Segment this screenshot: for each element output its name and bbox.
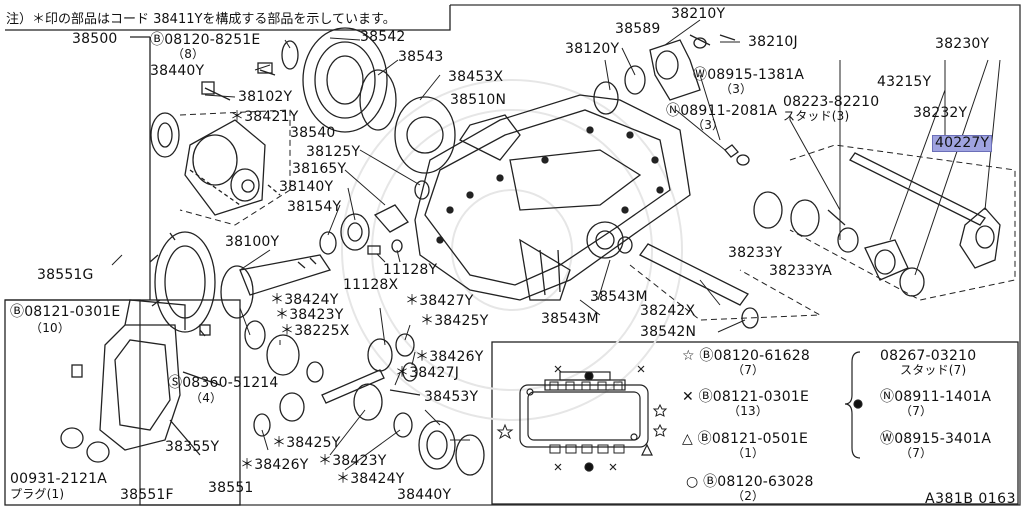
part-qty: （10） [30, 321, 71, 335]
part-label: ＊38427J [395, 365, 460, 381]
legend-nut-qty: （7） [900, 404, 933, 418]
part-label: 38440Y [150, 63, 205, 79]
part-label: 38210Y [671, 6, 726, 22]
legend-stud-qty: スタッド(7) [900, 363, 967, 377]
part-label: 38100Y [225, 234, 280, 250]
part-label: 38543 [398, 49, 444, 65]
legend-stud-part: 08267-03210 [880, 348, 977, 364]
note-box-edge [5, 5, 451, 31]
part-qty: スタッド(3) [783, 109, 850, 123]
part-label: 38230Y [935, 36, 990, 52]
diagram-code: A381B 0163 [925, 491, 1016, 507]
legend-washer-part: Ⓦ08915-3401A [880, 431, 992, 447]
part-label: 38165Y [292, 161, 347, 177]
part-label: 38510N [450, 92, 507, 108]
part-label: ＊38423Y [275, 307, 344, 323]
part-label: 38542N [640, 324, 697, 340]
part-label: ＊38424Y [270, 292, 339, 308]
part-label: 38540 [290, 125, 336, 141]
part-label: 38232Y [913, 105, 968, 121]
part-label: ＊38423Y [318, 453, 387, 469]
part-label: 38154Y [287, 199, 342, 215]
part-label: ＊38225X [280, 323, 350, 339]
ring-gear-pinion [149, 231, 332, 337]
part-label: ＊38426Y [240, 457, 309, 473]
part-label: 38589 [615, 21, 661, 37]
part-label: ＊38425Y [420, 313, 489, 329]
part-label: 00931-2121A [10, 471, 107, 487]
part-label: Ⓦ08915-1381A [693, 67, 805, 83]
part-label: 38453Y [424, 389, 479, 405]
part-label: 38233Y [728, 245, 783, 261]
rear-cover [60, 299, 221, 463]
part-label: 38453X [448, 69, 504, 85]
part-label: 38542 [360, 29, 406, 45]
legend-x-part: ✕ Ⓑ08121-0301E [682, 389, 810, 405]
part-label: 38242X [640, 303, 696, 319]
part-label: 11128Y [383, 262, 438, 278]
part-qty: （4） [190, 391, 223, 405]
legend-frame [491, 341, 1019, 505]
part-qty: （3） [692, 118, 725, 132]
part-label: Ⓢ08360-51214 [168, 375, 279, 391]
part-label: 38210J [748, 34, 798, 50]
part-label: ＊38427Y [405, 293, 474, 309]
diff-case-group [150, 62, 281, 216]
cover-subframe [4, 299, 241, 506]
part-label: ＊38424Y [336, 471, 405, 487]
legend-nut-part: Ⓝ08911-1401A [880, 389, 992, 405]
dashed-outlines [179, 109, 1016, 321]
legend-stars [496, 403, 668, 440]
part-label: 38102Y [238, 89, 293, 105]
part-qty: プラグ(1) [10, 487, 65, 501]
part-label: Ⓝ08911-2081A [666, 103, 778, 119]
legend-triangle-qty: （1） [732, 446, 765, 460]
part-label: 38551F [120, 487, 174, 503]
legend-circle-qty: （2） [732, 489, 765, 503]
part-label: Ⓑ08120-8251E [150, 32, 261, 48]
part-label: 38440Y [397, 487, 452, 503]
gear-carrier-housing [414, 94, 691, 301]
companion-flange [593, 34, 750, 166]
differential-gears [244, 320, 485, 476]
part-label: 38500 [72, 31, 118, 47]
legend-star-part: ☆ Ⓑ08120-61628 [682, 348, 810, 364]
part-label: 38543M [590, 289, 648, 305]
gasket-38453X [394, 96, 456, 174]
part-label: 38551 [208, 480, 254, 496]
part-label: 38543M [541, 311, 599, 327]
part-label: Ⓑ08121-0301E [10, 304, 121, 320]
part-label: 08223-82210 [783, 94, 880, 110]
watermark-seal [341, 79, 683, 421]
part-label-highlighted: 40227Y [932, 135, 993, 152]
leader-lines [111, 19, 1001, 471]
part-label: ＊38421Y [230, 109, 299, 125]
bolt-pattern-schematic [519, 351, 863, 472]
note-text: 注）＊印の部品はコード 38411Yを構成する部品を示しています。 [6, 12, 396, 27]
part-label: 43215Y [877, 74, 932, 90]
part-label: 38120Y [565, 41, 620, 57]
part-qty: （3） [720, 82, 753, 96]
part-label: 38233YA [769, 263, 832, 279]
legend-circle-part: ○ Ⓑ08120-63028 [686, 474, 814, 490]
part-label: 38355Y [165, 439, 220, 455]
o-ring-38543 [359, 69, 397, 131]
part-label: 38125Y [306, 144, 361, 160]
part-label: 11128X [343, 277, 399, 293]
side-retainer [281, 27, 388, 133]
part-label: 38140Y [279, 179, 334, 195]
legend-triangle-part: △ Ⓑ08121-0501E [682, 431, 809, 447]
legend-star-qty: （7） [732, 363, 765, 377]
part-label: ＊38425Y [272, 435, 341, 451]
part-label: ＊38426Y [415, 349, 484, 365]
legend-x-qty: （13） [728, 404, 769, 418]
part-label: 38551G [37, 267, 94, 283]
part-qty: （8） [172, 47, 205, 61]
legend-washer-qty: （7） [900, 446, 933, 460]
